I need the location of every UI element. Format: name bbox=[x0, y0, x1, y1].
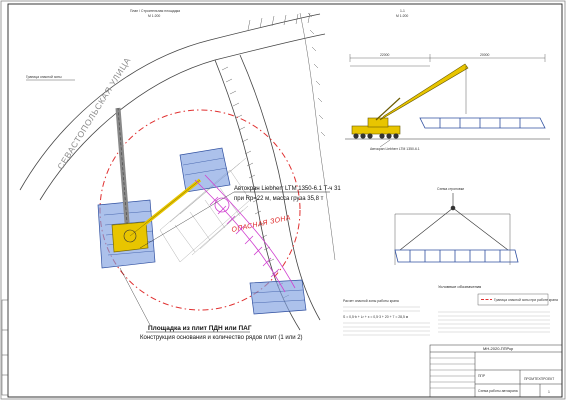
section-title: 1-1 bbox=[400, 9, 405, 13]
legend-title: Условные обозначения bbox=[438, 284, 481, 289]
title-block bbox=[429, 344, 563, 398]
inner-frame bbox=[7, 3, 563, 398]
crane-params: при Rр=22 м, масса груза 35,8 т bbox=[234, 196, 324, 202]
load-swing-path bbox=[194, 174, 296, 293]
calc-title: Расчет опасной зоны работы крана bbox=[343, 299, 399, 303]
notes-block bbox=[343, 311, 550, 336]
project-code: МН-2020-ППРкр bbox=[483, 346, 514, 351]
binding-stamp bbox=[1, 299, 9, 396]
sheet-number: 1 bbox=[548, 390, 550, 394]
platform-label: Площадка из плит ПДН или ПАГ bbox=[148, 325, 252, 332]
rigged-beam bbox=[394, 249, 519, 263]
crane-plan bbox=[111, 107, 202, 253]
company-name: ПРОМТЕХПРОЕКТ bbox=[524, 377, 554, 381]
slab-bottom bbox=[249, 279, 307, 315]
calc-formula: S = 0,5·b + Lг + x = 0,5·3 + 20 + 7 = 28… bbox=[343, 315, 409, 319]
slab-top bbox=[179, 147, 231, 193]
legend-item-danger: Граница опасной зоны при работе крана bbox=[477, 293, 558, 306]
section-dim-1: 22000 bbox=[380, 53, 390, 57]
legend-item-label: Граница опасной зоны при работе крана bbox=[494, 298, 558, 302]
crane-elevation bbox=[351, 63, 469, 139]
plan-title: План / Строительная площадка bbox=[130, 9, 180, 13]
crane-label: Автокран Liebherr LTM 1350-6.1 Т-ч 31 bbox=[234, 186, 341, 192]
stage: ППР bbox=[478, 374, 486, 378]
rigging-scheme bbox=[394, 193, 511, 265]
curb-hatching bbox=[221, 12, 336, 299]
section-dimensions bbox=[349, 54, 546, 67]
plan-scale: М 1:200 bbox=[148, 14, 160, 18]
calc-body bbox=[343, 306, 420, 312]
danger-zone-label: ОПАСНАЯ ЗОНА bbox=[231, 215, 292, 234]
scheme-title: Схема строповки bbox=[437, 187, 464, 191]
section-crane-caption: Автокран Liebherr LTM 1350-6.1 bbox=[370, 147, 420, 151]
platform-note: Конструкция основания и количество рядов… bbox=[140, 335, 303, 341]
section-scale: М 1:200 bbox=[396, 14, 408, 18]
sheet-name: Схема работы автокрана bbox=[478, 389, 518, 393]
section-dim-2: 20000 bbox=[480, 53, 490, 57]
load-beam-section bbox=[419, 117, 546, 129]
boundary-note: Граница опасной зоны bbox=[26, 75, 62, 79]
